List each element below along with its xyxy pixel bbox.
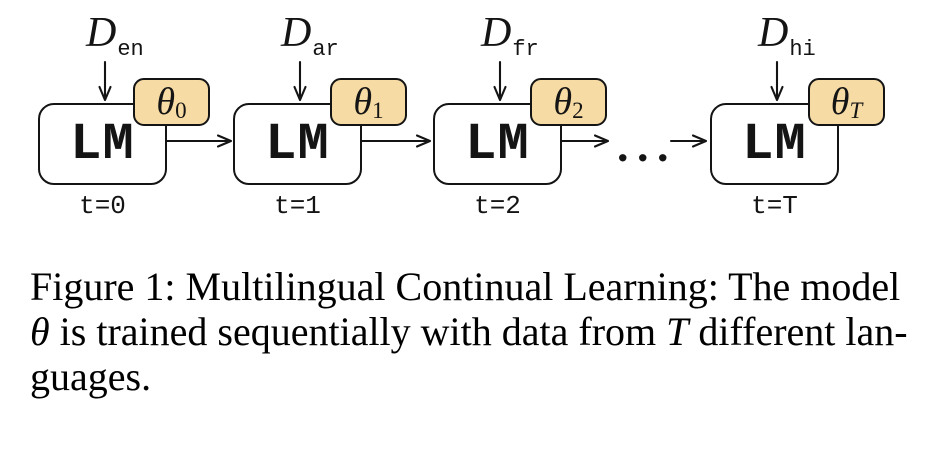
theta-subscript: 1	[372, 98, 384, 124]
timestep-label: t=1	[274, 191, 321, 221]
theta-symbol: θ	[156, 81, 176, 123]
caption-theta-symbol: θ	[30, 309, 50, 354]
ellipsis: ...	[617, 120, 677, 171]
down-arrow-icon	[770, 60, 784, 102]
theta-symbol: θ	[553, 81, 573, 123]
theta-subscript: 2	[572, 98, 584, 124]
caption-T-symbol: T	[666, 309, 689, 354]
right-arrow-icon	[360, 134, 432, 148]
theta-symbol: θ	[830, 81, 850, 123]
dataset-label: Dhi	[758, 10, 816, 61]
theta-subscript: 0	[175, 98, 187, 124]
caption-text: guages.	[30, 354, 152, 399]
caption-text: different lan-	[688, 309, 908, 354]
dataset-language-subscript: fr	[512, 37, 539, 63]
timestep-label: t=0	[79, 191, 126, 221]
down-arrow-icon	[293, 60, 307, 102]
dataset-label: Den	[86, 10, 144, 61]
dataset-label: Dar	[281, 10, 339, 61]
lm-label: LM	[465, 115, 530, 174]
dataset-symbol: D	[86, 10, 117, 56]
down-arrow-icon	[98, 60, 112, 102]
dataset-language-subscript: ar	[312, 37, 339, 63]
right-arrow-icon	[165, 134, 233, 148]
lm-box: LM	[233, 103, 362, 185]
right-arrow-icon	[560, 134, 610, 148]
figure-caption: Figure 1: Multilingual Continual Learnin…	[30, 264, 934, 399]
caption-text: Figure 1: Multilingual Continual Learnin…	[30, 264, 901, 309]
lm-label: LM	[265, 115, 330, 174]
timestep-label: t=T	[751, 191, 798, 221]
dataset-language-subscript: hi	[789, 37, 816, 63]
lm-label: LM	[742, 115, 807, 174]
down-arrow-icon	[493, 60, 507, 102]
dataset-label: Dfr	[481, 10, 539, 61]
theta-subscript: T	[849, 98, 863, 124]
lm-label: LM	[70, 115, 135, 174]
timestep-label: t=2	[474, 191, 521, 221]
dataset-language-subscript: en	[117, 37, 144, 63]
theta-symbol: θ	[353, 81, 373, 123]
dataset-symbol: D	[281, 10, 312, 56]
caption-text: is trained sequentially with data from	[49, 309, 667, 354]
dataset-symbol: D	[758, 10, 789, 56]
dataset-symbol: D	[481, 10, 512, 56]
